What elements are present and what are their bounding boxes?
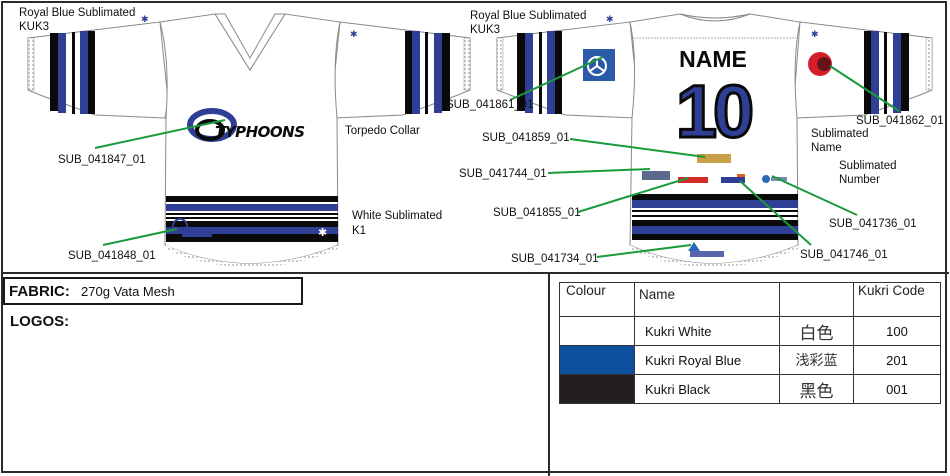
torpedo-collar <box>214 13 286 71</box>
colour-code: 100 <box>853 316 941 346</box>
back-jersey: NAME 10 ✱ ✱ <box>496 13 933 268</box>
colour-row: Kukri White 白色 100 <box>559 316 941 346</box>
logo-code-chest: SUB_041847_01 <box>58 154 146 166</box>
hem-crest-logo <box>172 218 212 237</box>
logo-code-sponsor-1: SUB_041744_01 <box>459 168 547 180</box>
sponsor-logo-3 <box>721 177 745 183</box>
section-divider <box>1 272 949 274</box>
leader-line <box>94 119 226 149</box>
name-label: Sublimated <box>811 128 869 140</box>
front-sleeve-label: Royal Blue Sublimated <box>19 7 136 19</box>
front-right-cuff <box>463 37 471 91</box>
fabric-box <box>3 277 303 305</box>
back-left-cuff <box>496 37 504 91</box>
back-hem-stripes <box>632 194 798 240</box>
colour-table-header: Colour Name Kukri Code <box>559 282 941 317</box>
logo-code-sponsor-3: SUB_041746_01 <box>800 249 888 261</box>
colour-name-chinese: 白色 <box>779 316 854 346</box>
logo-code-nameplate: SUB_041859_01 <box>482 132 570 144</box>
logo-code-sponsor-2: SUB_041855_01 <box>493 207 581 219</box>
leader-line <box>577 177 689 213</box>
nameplate-logo <box>697 154 731 163</box>
front-left-cuff <box>27 37 35 91</box>
front-hem-stitching <box>166 245 338 268</box>
colour-table: Colour Name Kukri Code Kukri White 白色 10… <box>559 282 941 404</box>
leader-line <box>596 244 692 258</box>
typhoons-crest-logo <box>187 108 237 142</box>
leader-line <box>547 168 651 174</box>
colour-row: Kukri Black 黑色 001 <box>559 374 941 404</box>
team-wordmark: TYPHOONS <box>215 123 305 141</box>
colour-swatch <box>559 345 635 375</box>
jersey-illustrations: TYPHOONS ✱ ✱ ✱ <box>27 13 933 268</box>
leader-line <box>829 65 900 112</box>
front-jersey: TYPHOONS ✱ ✱ ✱ <box>27 13 471 268</box>
logo-code-back-hem: SUB_041734_01 <box>511 253 599 265</box>
colour-name-chinese: 黑色 <box>779 374 854 404</box>
leader-line <box>509 56 604 101</box>
back-sleeve-code: KUK3 <box>470 24 501 36</box>
header-name: Name <box>634 282 780 317</box>
leader-line <box>739 180 812 246</box>
player-name: NAME <box>679 46 747 72</box>
colour-swatch <box>559 316 635 346</box>
colour-code: 001 <box>853 374 941 404</box>
colour-name: Kukri Black <box>634 374 780 404</box>
kukri-mark-back-left: ✱ <box>606 15 614 25</box>
header-chinese <box>779 282 854 317</box>
sponsor-logo-1 <box>642 171 670 180</box>
colour-name: Kukri White <box>634 316 780 346</box>
back-collar <box>679 13 751 22</box>
leader-line <box>569 138 706 158</box>
colour-code: 201 <box>853 345 941 375</box>
front-hem-stripes <box>166 196 338 242</box>
logo-code-sponsor-4: SUB_041736_01 <box>829 218 917 230</box>
front-left-sleeve <box>27 21 169 119</box>
kukri-mark-front-right: ✱ <box>350 30 358 40</box>
colour-name: Kukri Royal Blue <box>634 345 780 375</box>
kukri-mark-front-hem: ✱ <box>318 226 327 239</box>
colour-swatch <box>559 374 635 404</box>
number-label-2: Number <box>839 174 880 186</box>
front-right-sleeve-stripes <box>405 31 450 114</box>
body-fabric-label: White Sublimated <box>352 210 443 222</box>
name-label-2: Name <box>811 142 842 154</box>
section-divider-vertical <box>548 273 550 476</box>
hem-sponsor-logo <box>688 242 724 257</box>
leader-line <box>102 228 178 246</box>
front-sleeve-code: KUK3 <box>19 21 50 33</box>
collar-label: Torpedo Collar <box>345 125 420 137</box>
header-code: Kukri Code <box>853 282 941 317</box>
kukri-mark-back-right: ✱ <box>811 30 819 40</box>
sponsor-logo-4 <box>762 175 770 183</box>
player-number: 10 <box>676 70 752 153</box>
back-right-cuff <box>925 37 933 91</box>
logo-code-left-sleeve: SUB_041861_01 <box>446 99 534 111</box>
back-hem-stitching <box>630 245 798 268</box>
back-left-sleeve-stripes <box>517 31 562 114</box>
kukri-mark-front-left: ✱ <box>141 15 149 25</box>
back-right-sleeve-stripes <box>864 31 909 114</box>
fabric-label: FABRIC: <box>9 283 70 300</box>
back-sleeve-label: Royal Blue Sublimated <box>470 10 587 22</box>
colour-row: Kukri Royal Blue 浅彩蓝 201 <box>559 345 941 375</box>
logo-code-right-sleeve: SUB_041862_01 <box>856 115 944 127</box>
header-colour: Colour <box>559 282 635 317</box>
front-left-sleeve-stripes <box>50 31 95 114</box>
number-label: Sublimated <box>839 160 897 172</box>
colour-name-chinese: 浅彩蓝 <box>779 345 854 375</box>
sponsor-logo-2 <box>678 177 708 183</box>
body-fabric-code: K1 <box>352 225 367 237</box>
fabric-value: 270g Vata Mesh <box>81 284 175 299</box>
logos-label: LOGOS: <box>10 313 70 330</box>
logo-code-front-hem: SUB_041848_01 <box>68 250 156 262</box>
leader-line <box>771 175 858 216</box>
